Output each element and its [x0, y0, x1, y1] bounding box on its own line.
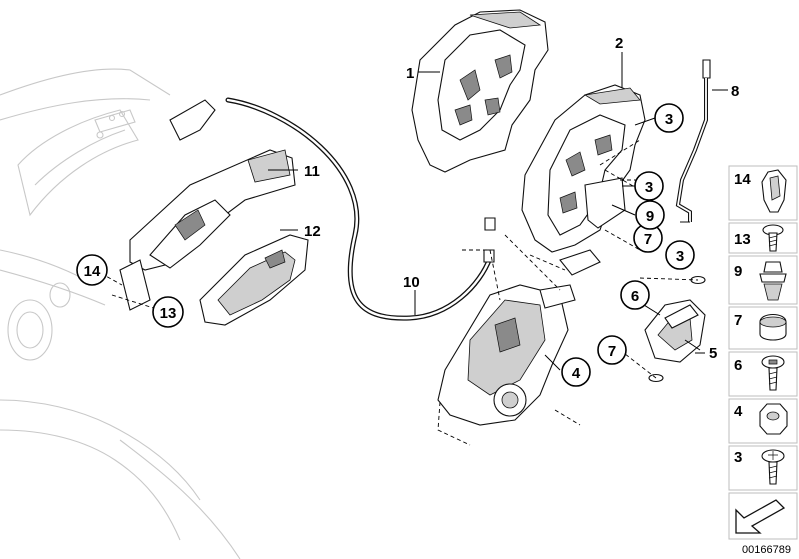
callout-label: 2 [615, 35, 623, 52]
legend-item-3: 3 [734, 449, 785, 485]
callout-label: 9 [646, 208, 654, 225]
legend-label: 9 [734, 263, 742, 280]
handle-cover [199, 234, 309, 326]
screw-icon [761, 449, 785, 485]
callout-label: 4 [572, 365, 581, 382]
callout-label: 5 [709, 345, 717, 362]
callout-label: 3 [676, 248, 684, 265]
callout-4: 4 [561, 357, 591, 387]
callout-label: 6 [631, 288, 639, 305]
reference-number: 00166789 [742, 544, 791, 556]
lock-actuator [437, 249, 601, 426]
lock-housing-upper [411, 9, 549, 173]
callout-3a: 3 [654, 103, 684, 133]
legend-item-6: 6 [734, 355, 785, 391]
direction-arrow-icon [735, 499, 786, 534]
callout-12: 12 [304, 223, 321, 240]
callout-label: 1 [406, 65, 414, 82]
legend-label: 7 [734, 312, 742, 329]
legend-label: 14 [734, 171, 751, 188]
lock-rod [675, 59, 711, 223]
callout-11: 11 [304, 163, 320, 180]
legend-item-4: 4 [734, 403, 788, 435]
callout-label: 12 [304, 223, 321, 240]
expanding-clip-icon [761, 169, 787, 213]
callout-14: 14 [76, 254, 108, 286]
hex-nut-icon [759, 403, 788, 435]
callout-9: 9 [635, 200, 665, 230]
side-legend: 14 13 9 7 [728, 165, 798, 540]
callout-label: 14 [84, 263, 101, 280]
plastic-rivet-icon [759, 261, 787, 301]
callout-1: 1 [406, 65, 414, 82]
legend-label: 6 [734, 357, 742, 374]
striker-bracket [644, 299, 706, 363]
screw-icon [762, 224, 784, 252]
bowden-cable [225, 97, 496, 321]
legend-item-13: 13 [734, 224, 784, 252]
callout-label: 7 [644, 231, 652, 248]
lock-housing-lower [521, 84, 646, 253]
callout-6: 6 [620, 280, 650, 310]
callout-10: 10 [403, 274, 420, 291]
callout-13: 13 [152, 296, 184, 328]
legend-item-14: 14 [734, 169, 787, 213]
torx-screw-icon [761, 355, 785, 391]
callout-8: 8 [731, 83, 739, 100]
callout-label: 10 [403, 274, 420, 291]
door-background-sketch [0, 68, 241, 559]
callout-7b: 7 [597, 335, 627, 365]
callout-label: 7 [608, 343, 616, 360]
callout-2: 2 [615, 35, 623, 52]
door-handle-carrier [119, 99, 296, 311]
callout-label: 13 [160, 305, 177, 322]
legend-item-7: 7 [734, 312, 787, 341]
legend-item-9: 9 [734, 261, 787, 301]
legend-label: 4 [734, 403, 743, 420]
callout-3b: 3 [634, 171, 664, 201]
callout-label: 3 [665, 111, 673, 128]
callout-label: 11 [304, 163, 320, 180]
cap-icon [759, 313, 787, 341]
callout-label: 8 [731, 83, 739, 100]
legend-label: 3 [734, 449, 742, 466]
legend-label: 13 [734, 231, 751, 248]
callout-5: 5 [695, 345, 717, 362]
callout-label: 3 [645, 179, 653, 196]
callout-3c: 3 [665, 240, 695, 270]
assembly-lines [94, 169, 699, 446]
